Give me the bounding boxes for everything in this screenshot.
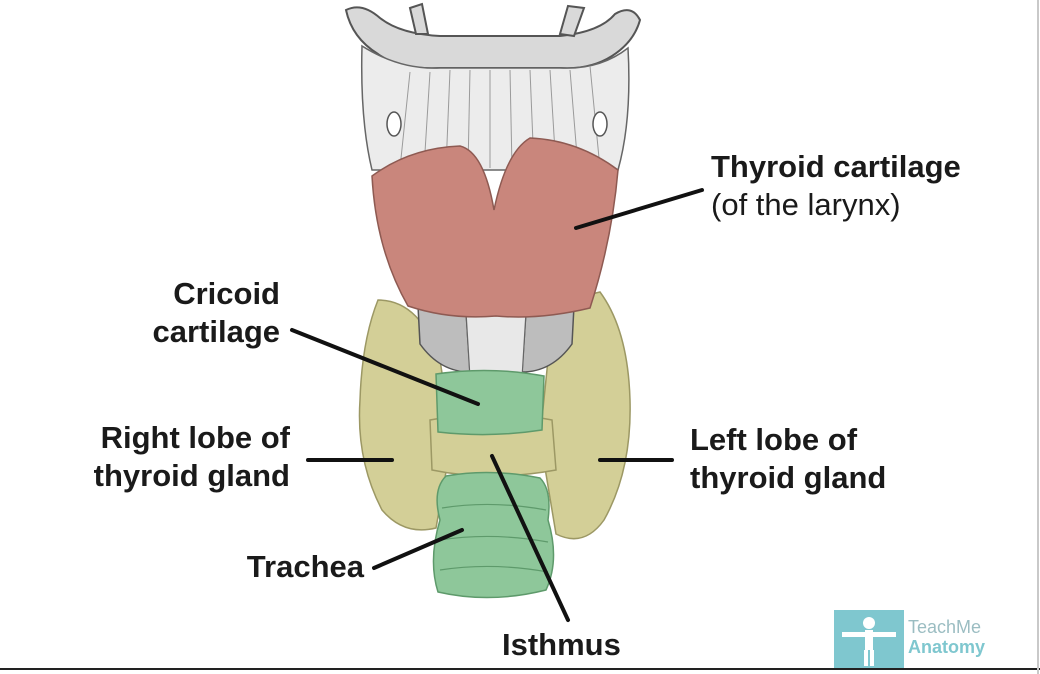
label-right-lobe-line2: thyroid gland <box>93 458 290 493</box>
label-right-lobe: Right lobe of thyroid gland <box>60 419 290 495</box>
hyoid-horn-left <box>408 2 430 35</box>
logo-wordmark: TeachMe Anatomy <box>908 617 985 657</box>
thyroid-cartilage <box>371 137 619 318</box>
bottom-border <box>0 668 1040 670</box>
label-cricoid-cartilage: Cricoid cartilage <box>110 275 280 351</box>
label-thyroid-cartilage-line2: (of the larynx) <box>711 187 901 222</box>
cricoid-cartilage <box>435 369 545 436</box>
membrane-foramen-right <box>592 111 608 137</box>
right-border <box>1037 0 1039 674</box>
label-right-lobe-line1: Right lobe of <box>100 420 290 455</box>
label-cricoid-cartilage-line1: Cricoid <box>173 276 280 311</box>
logo-figure-icon <box>834 610 904 668</box>
label-thyroid-cartilage: Thyroid cartilage (of the larynx) <box>711 148 961 224</box>
thyrohyoid-membrane <box>360 44 630 171</box>
leader-cricoid-cartilage <box>290 328 480 406</box>
label-left-lobe-line1: Left lobe of <box>690 422 858 457</box>
trachea <box>432 471 555 599</box>
label-trachea: Trachea <box>246 549 364 584</box>
leader-lines <box>290 188 704 622</box>
leader-trachea <box>372 528 464 570</box>
label-left-lobe: Left lobe of thyroid gland <box>690 421 886 497</box>
teachme-anatomy-logo: TeachMe Anatomy <box>834 610 994 668</box>
leader-isthmus <box>490 454 570 622</box>
membrane-foramen-left <box>386 111 402 137</box>
label-thyroid-cartilage-line1: Thyroid cartilage <box>711 149 961 184</box>
label-left-lobe-line2: thyroid gland <box>690 460 887 495</box>
logo-line2: Anatomy <box>908 637 986 657</box>
tracheal-rings <box>439 503 549 573</box>
hyoid-horn-right <box>558 4 586 38</box>
leader-thyroid-cartilage <box>574 188 704 230</box>
label-cricoid-cartilage-line2: cartilage <box>152 314 280 349</box>
label-isthmus: Isthmus <box>502 627 621 662</box>
logo-line1: TeachMe <box>908 617 982 637</box>
hyoid-bone <box>344 6 642 70</box>
